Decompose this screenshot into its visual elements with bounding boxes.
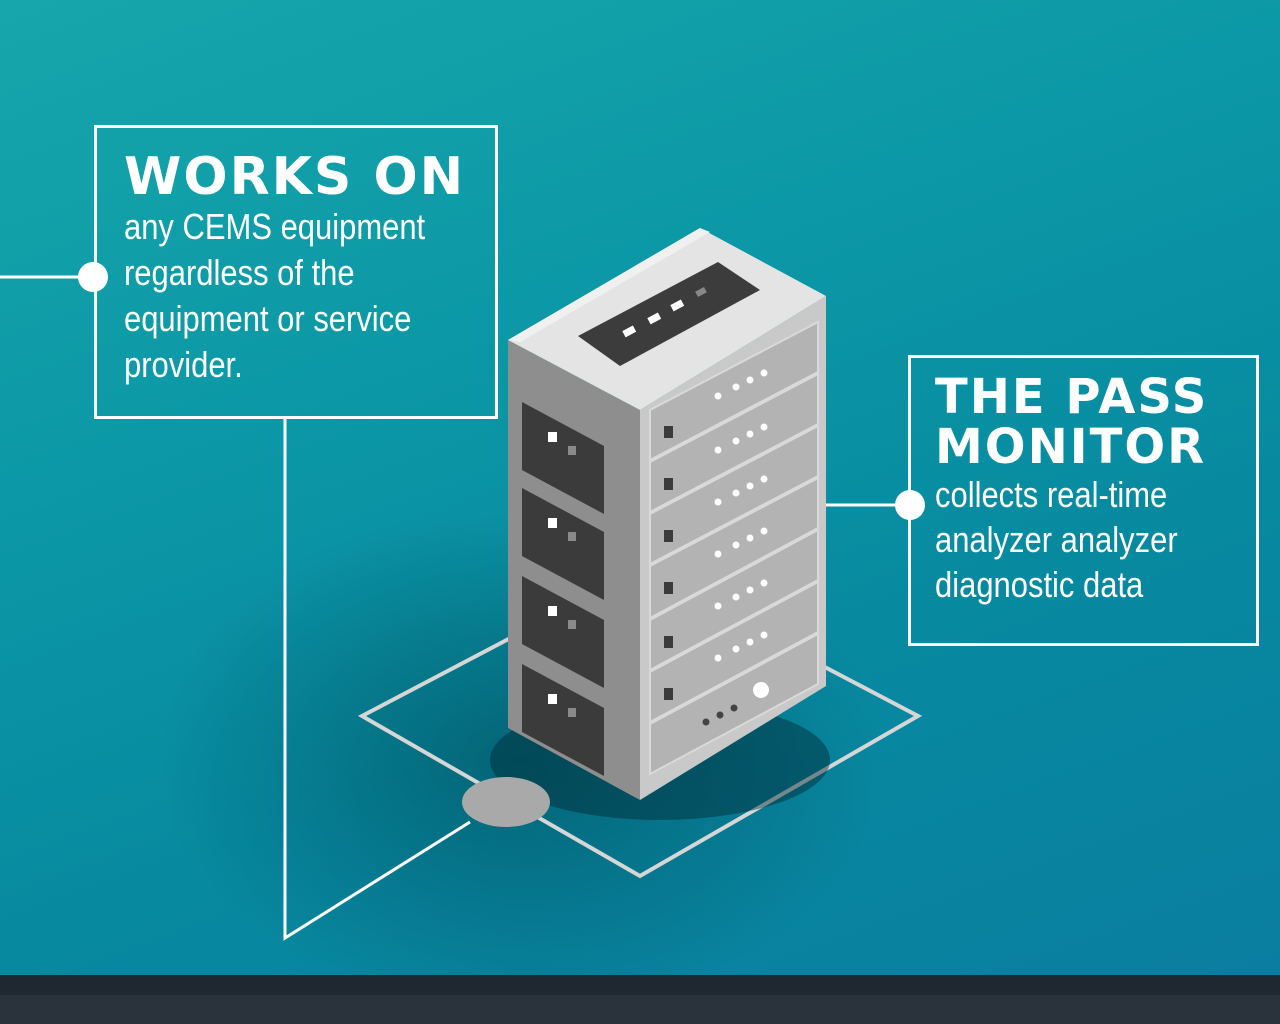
works-on-line-1: any CEMS equipment	[124, 206, 426, 247]
pass-monitor-line-1: collects real-time	[935, 474, 1168, 515]
works-on-line-3: equipment or service	[124, 298, 412, 339]
works-on-line-2: regardless of the	[124, 252, 355, 293]
works-on-heading: WORKS ON	[124, 147, 466, 207]
pass-monitor-heading-line-2: MONITOR	[935, 419, 1207, 475]
works-on-line-4: provider.	[124, 344, 243, 385]
network-diagram	[0, 228, 925, 941]
footer-bar	[0, 975, 1280, 1024]
works-on-callout: WORKS ON any CEMS equipment regardless o…	[94, 125, 498, 419]
pass-monitor-line-2: analyzer analyzer	[935, 519, 1178, 560]
footer-strip	[0, 995, 1280, 1024]
server-rack-icon	[508, 228, 826, 800]
hub-node-icon	[462, 777, 550, 827]
left-connector-dot	[78, 262, 108, 292]
pass-monitor-line-3: diagnostic data	[935, 564, 1144, 605]
left-vertical-connector	[283, 419, 471, 941]
pass-monitor-heading-line-1: THE PASS	[935, 369, 1209, 425]
pass-monitor-callout: THE PASS MONITOR collects real-time anal…	[908, 355, 1259, 646]
